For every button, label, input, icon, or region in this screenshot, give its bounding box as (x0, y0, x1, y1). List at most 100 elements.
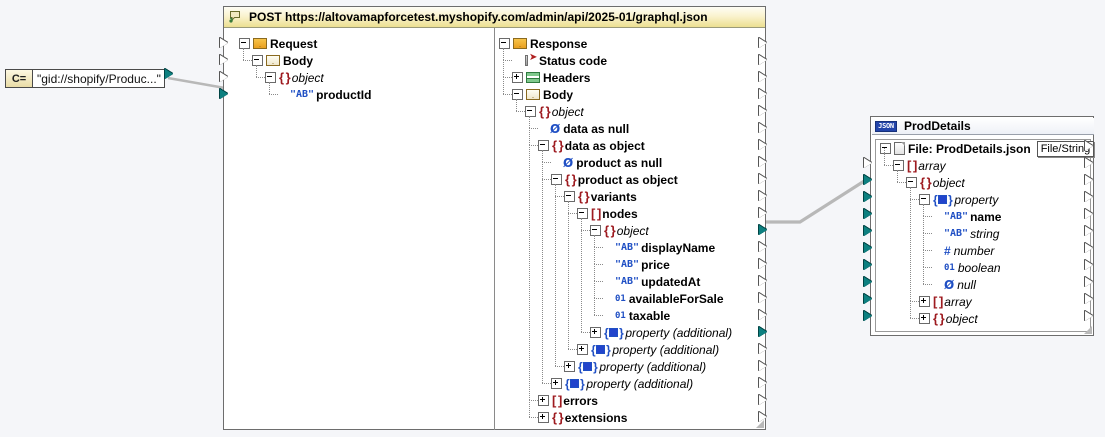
request-input-arrow[interactable] (220, 55, 228, 65)
target-input-arrow[interactable] (864, 311, 872, 321)
target-tree-item-row[interactable]: {}property (919, 191, 998, 208)
response-output-arrow[interactable] (759, 259, 767, 269)
collapse-toggle[interactable] (252, 55, 263, 66)
response-tree-item-row[interactable]: "AB"price (603, 256, 670, 273)
target-output-arrow[interactable] (1085, 294, 1093, 304)
collapse-toggle[interactable] (880, 143, 891, 154)
response-tree-item-row[interactable]: Status code (512, 52, 607, 69)
collapse-toggle[interactable] (265, 72, 276, 83)
target-output-arrow[interactable] (1085, 209, 1093, 219)
collapse-toggle[interactable] (906, 177, 917, 188)
expand-toggle[interactable] (551, 378, 562, 389)
response-output-arrow[interactable] (759, 327, 767, 337)
response-tree-item-row[interactable]: Response (499, 35, 587, 52)
response-output-arrow[interactable] (759, 123, 767, 133)
file-string-button[interactable]: File/String (1036, 140, 1095, 157)
response-output-arrow[interactable] (759, 276, 767, 286)
response-tree-item-row[interactable]: "AB"displayName (603, 239, 715, 256)
response-tree-item-row[interactable]: { }product as object (551, 171, 678, 188)
target-tree-item-row[interactable]: { }object (906, 174, 965, 191)
response-tree-item-row[interactable]: {}property (additional) (551, 375, 693, 392)
expand-toggle[interactable] (538, 395, 549, 406)
target-input-arrow[interactable] (864, 243, 872, 253)
response-output-arrow[interactable] (759, 310, 767, 320)
target-output-arrow[interactable] (1085, 175, 1093, 185)
response-tree-item-row[interactable]: {}property (additional) (590, 324, 732, 341)
collapse-toggle[interactable] (499, 38, 510, 49)
target-input-arrow[interactable] (864, 209, 872, 219)
expand-toggle[interactable] (538, 412, 549, 423)
target-output-arrow[interactable] (1085, 226, 1093, 236)
request-tree-item-row[interactable]: Body (252, 52, 313, 69)
response-output-arrow[interactable] (759, 140, 767, 150)
response-output-arrow[interactable] (759, 412, 767, 422)
expand-toggle[interactable] (577, 344, 588, 355)
target-output-arrow[interactable] (1085, 192, 1093, 202)
response-output-arrow[interactable] (759, 174, 767, 184)
response-tree-item-row[interactable]: { }object (525, 103, 584, 120)
target-input-arrow[interactable] (864, 277, 872, 287)
constant-output-arrow[interactable] (165, 69, 173, 79)
response-tree-item-row[interactable]: Body (512, 86, 573, 103)
collapse-toggle[interactable] (551, 174, 562, 185)
target-tree-item-row[interactable]: { }object (919, 310, 978, 327)
resize-grip[interactable] (755, 419, 764, 428)
response-output-arrow[interactable] (759, 106, 767, 116)
target-file-output-arrow[interactable] (1085, 141, 1093, 151)
response-tree-item-row[interactable]: [ ]errors (538, 392, 598, 409)
response-tree-item-row[interactable]: { }object (590, 222, 649, 239)
target-resize-grip[interactable] (1083, 325, 1092, 334)
expand-toggle[interactable] (590, 327, 601, 338)
collapse-toggle[interactable] (577, 208, 588, 219)
response-output-arrow[interactable] (759, 55, 767, 65)
response-output-arrow[interactable] (759, 208, 767, 218)
response-output-arrow[interactable] (759, 225, 767, 235)
response-output-arrow[interactable] (759, 293, 767, 303)
request-input-arrow[interactable] (220, 72, 228, 82)
target-input-arrow[interactable] (864, 226, 872, 236)
target-input-arrow[interactable] (864, 192, 872, 202)
target-tree-item-row[interactable]: [ ]array (919, 293, 972, 310)
response-output-arrow[interactable] (759, 89, 767, 99)
response-output-arrow[interactable] (759, 72, 767, 82)
target-input-arrow[interactable] (864, 294, 872, 304)
response-output-arrow[interactable] (759, 395, 767, 405)
target-input-arrow[interactable] (864, 260, 872, 270)
constant-component[interactable]: C= "gid://shopify/Produc..." (5, 69, 165, 88)
response-tree-item-row[interactable]: {}property (additional) (564, 358, 706, 375)
collapse-toggle[interactable] (538, 140, 549, 151)
request-input-arrow[interactable] (220, 89, 228, 99)
target-input-arrow[interactable] (864, 175, 872, 185)
response-tree-item-row[interactable]: {}property (additional) (577, 341, 719, 358)
target-tree-item-row[interactable]: [ ]array (893, 157, 946, 174)
expand-toggle[interactable] (512, 72, 523, 83)
collapse-toggle[interactable] (512, 89, 523, 100)
response-output-arrow[interactable] (759, 157, 767, 167)
request-tree-item-row[interactable]: "AB"productId (278, 86, 371, 103)
response-output-arrow[interactable] (759, 38, 767, 48)
target-output-arrow[interactable] (1085, 243, 1093, 253)
target-tree-item-row[interactable]: "AB"string (932, 225, 999, 242)
response-output-arrow[interactable] (759, 242, 767, 252)
constant-value[interactable]: "gid://shopify/Produc..." (37, 71, 161, 86)
response-tree-item-row[interactable]: "AB"updatedAt (603, 273, 700, 290)
request-tree-item-row[interactable]: Request (239, 35, 317, 52)
response-tree-item-row[interactable]: { }extensions (538, 409, 627, 426)
expand-toggle[interactable] (919, 313, 930, 324)
target-output-arrow[interactable] (1085, 260, 1093, 270)
collapse-toggle[interactable] (590, 225, 601, 236)
request-tree-item-row[interactable]: { }object (265, 69, 324, 86)
collapse-toggle[interactable] (239, 38, 250, 49)
collapse-toggle[interactable] (919, 194, 930, 205)
target-output-arrow[interactable] (1085, 277, 1093, 287)
target-tree-item-row[interactable]: "AB"name (932, 208, 1001, 225)
response-output-arrow[interactable] (759, 191, 767, 201)
response-output-arrow[interactable] (759, 378, 767, 388)
collapse-toggle[interactable] (893, 160, 904, 171)
